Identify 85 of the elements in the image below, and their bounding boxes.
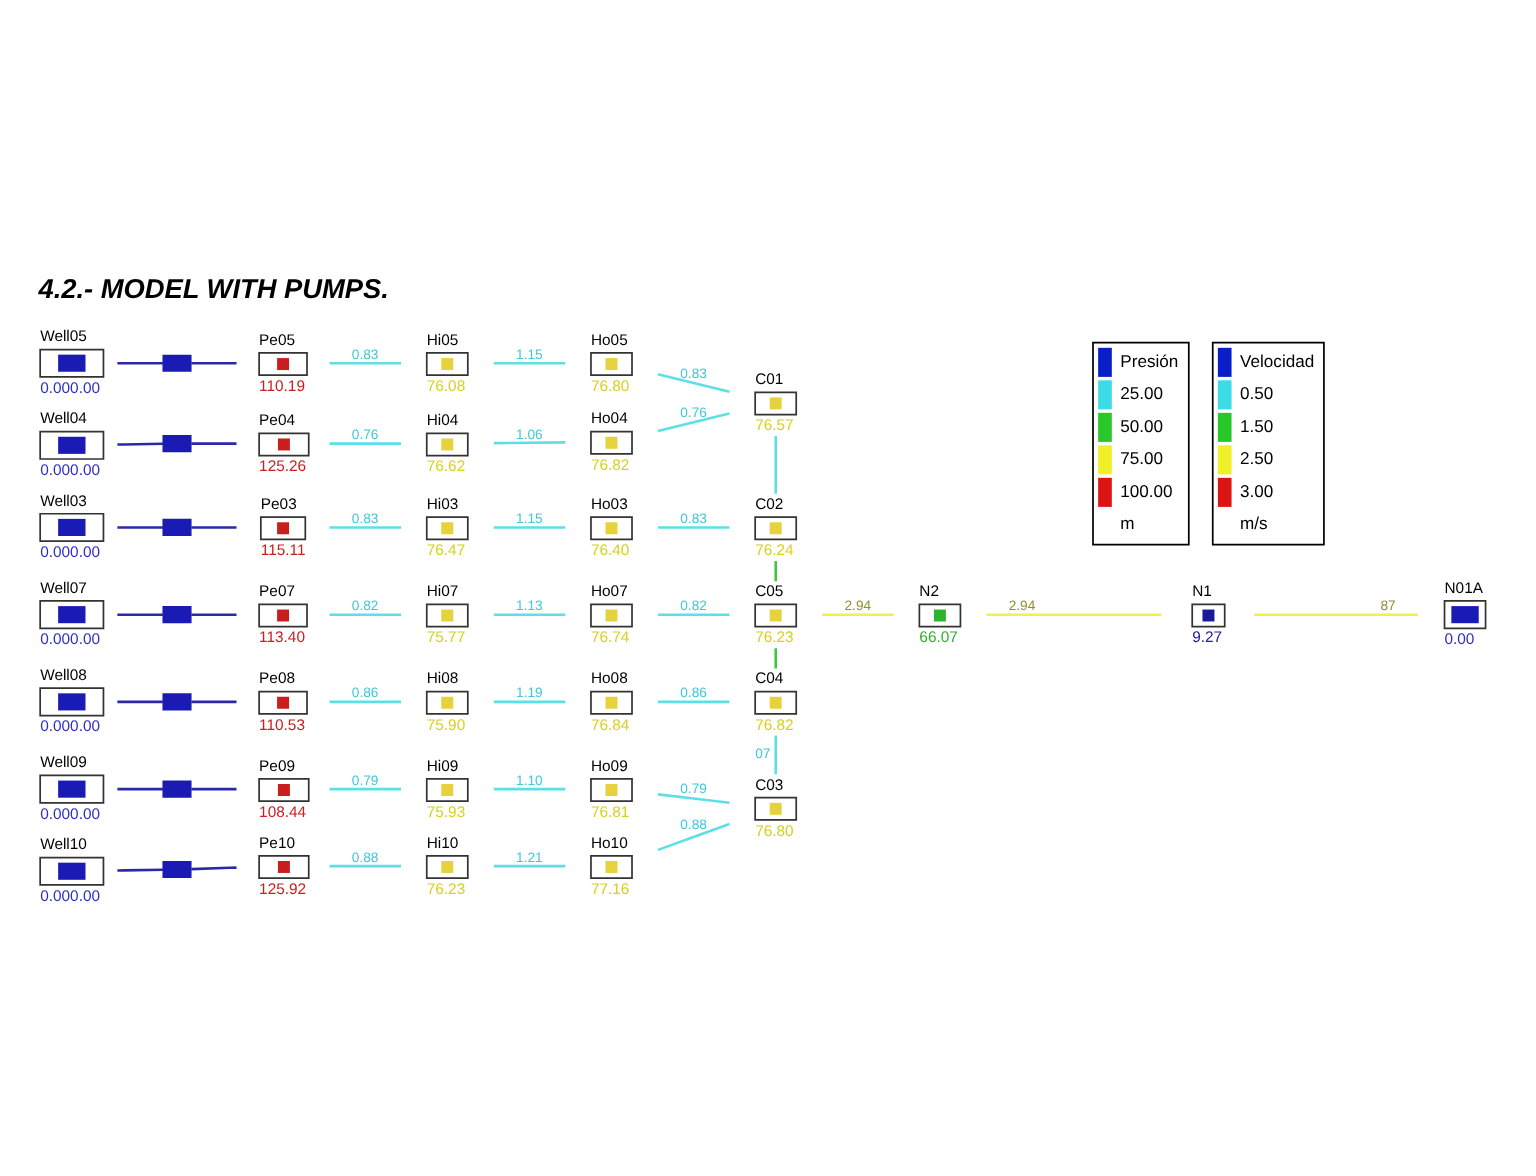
legend-label: 25.00 <box>1120 382 1164 403</box>
node-label: 76.23 <box>755 627 794 646</box>
node-label: Well10 <box>40 834 87 853</box>
node-label: 113.40 <box>259 627 306 646</box>
legend-label: 100.00 <box>1120 479 1173 500</box>
label: m <box>1120 512 1135 533</box>
node-label: 76.62 <box>426 456 466 475</box>
legend-label: Presión <box>1120 349 1179 370</box>
node-label: 75.90 <box>426 714 466 733</box>
label: m/s <box>1240 512 1268 533</box>
node-label: 0.00 <box>1444 629 1475 648</box>
node-label: 9.27 <box>1192 627 1223 646</box>
node-label: 76.23 <box>426 878 466 897</box>
node-label: Ho05 <box>590 329 628 348</box>
node-label: 76.82 <box>590 454 630 473</box>
node-label: 75.77 <box>426 627 466 646</box>
node-label: 76.40 <box>590 540 630 559</box>
node-label: 76.80 <box>755 820 794 839</box>
node-label: Hi08 <box>426 668 459 687</box>
node-label: Pe05 <box>259 329 296 348</box>
node-label: C01 <box>755 369 784 388</box>
legend-label: 75.00 <box>1120 447 1164 468</box>
node-label: C02 <box>755 493 784 512</box>
node-label: Pe04 <box>259 410 296 429</box>
node-label: 76.57 <box>755 415 794 434</box>
node-label: 0.000.00 <box>40 541 101 560</box>
node-label: 76.81 <box>590 801 630 820</box>
node-label: 0.000.00 <box>40 377 101 396</box>
node-label: Hi04 <box>426 410 459 429</box>
node-label: Ho04 <box>590 408 628 427</box>
node-label: Ho08 <box>590 668 628 687</box>
node-label: 76.84 <box>590 714 630 733</box>
node-label: 76.74 <box>590 627 630 646</box>
node-label: Well04 <box>40 408 87 427</box>
node-label: 76.82 <box>755 714 794 733</box>
node-label: Pe03 <box>260 493 297 512</box>
node-label: Hi09 <box>426 755 459 774</box>
legend-label: 2.50 <box>1240 447 1274 468</box>
node-label: Well07 <box>40 577 87 596</box>
node-label: Well05 <box>40 326 87 345</box>
node-label: 108.44 <box>259 801 307 820</box>
node-label: 110.53 <box>259 714 306 733</box>
node-label: Hi10 <box>426 832 459 851</box>
node-label: Pe08 <box>259 668 296 687</box>
legend-label: Velocidad <box>1240 349 1315 370</box>
node-label: C05 <box>755 581 784 600</box>
node-label: Hi05 <box>426 329 459 348</box>
node-label: 76.08 <box>426 375 466 394</box>
node-label: Ho09 <box>590 755 628 774</box>
node-label: Well08 <box>40 665 87 683</box>
legend-label: 3.00 <box>1240 479 1274 500</box>
node-label: Pe09 <box>259 755 296 774</box>
node-label: 0.000.00 <box>40 803 101 822</box>
legend-label: 0.50 <box>1240 382 1274 403</box>
node-label: C03 <box>755 774 784 793</box>
node-label: Hi03 <box>426 493 459 512</box>
node-label: Hi07 <box>426 581 459 600</box>
node-label: 76.24 <box>755 540 794 559</box>
legend-label: 50.00 <box>1120 414 1164 435</box>
node-label: 66.07 <box>919 627 958 646</box>
node-label: Pe10 <box>259 832 296 851</box>
node-label: 0.000.00 <box>40 459 101 478</box>
node-label: Well03 <box>40 490 87 509</box>
node-label: 115.11 <box>260 540 306 559</box>
node-label: Ho10 <box>590 832 628 851</box>
node-label: 77.16 <box>590 878 630 897</box>
node-label: Well09 <box>40 752 87 771</box>
node-label: Ho07 <box>590 581 628 600</box>
node-label: N2 <box>919 581 940 600</box>
diagram-title: 4.2.- MODEL WITH PUMPS. <box>38 272 389 303</box>
node-label: 75.93 <box>426 801 466 820</box>
node-label: 125.92 <box>259 878 307 897</box>
node-label: N01A <box>1444 577 1483 596</box>
node-label: Ho03 <box>590 493 628 512</box>
node-label: 76.80 <box>590 375 630 394</box>
node-label: C04 <box>755 668 784 687</box>
node-label: 110.19 <box>259 375 306 394</box>
node-label: 125.26 <box>259 456 307 475</box>
node-label: 0.000.00 <box>40 885 101 904</box>
node-label: 76.47 <box>426 540 466 559</box>
node-label: N1 <box>1192 581 1212 600</box>
node-label: 0.000.00 <box>40 716 101 735</box>
legend-label: 1.50 <box>1240 414 1274 435</box>
node-label: 0.000.00 <box>40 629 101 648</box>
node-label: Pe07 <box>259 581 296 600</box>
